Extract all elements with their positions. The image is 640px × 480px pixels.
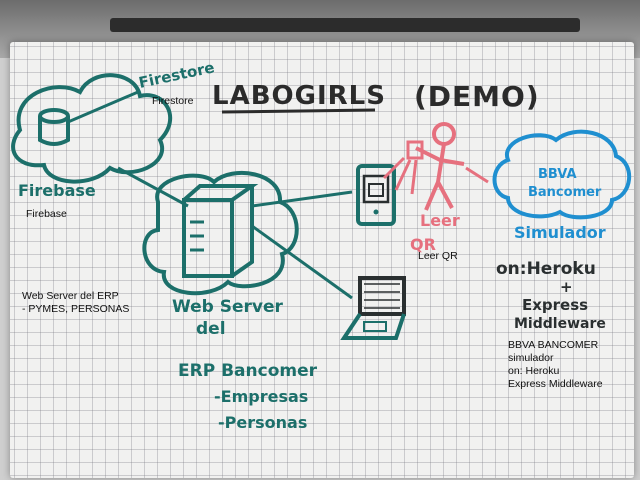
bbva-label: BBVA BANCOMER simulador on: Heroku Expre… [508,339,603,391]
web-server-sketch-line-3: ERP Bancomer [178,361,318,381]
bbva-label-line-3: on: Heroku [508,365,560,377]
bbva-cloud [492,129,632,220]
firestore-pointer [67,90,139,124]
firebase-cloud [11,73,173,184]
diagram-title-suffix: (DEMO) [414,80,540,113]
bbva-label-line-4: Express Middleware [508,378,603,390]
tablet-icon [356,164,396,226]
bbva-sketch-line-2: Bancomer [528,185,602,200]
qr-reader-figure-icon [382,122,489,211]
bbva-sketch-line-5: + [560,278,573,296]
title-underline [221,108,376,114]
web-server-label-line-2: - PYMES, PERSONAS [22,303,130,315]
bbva-label-line-1: BBVA BANCOMER [508,339,599,351]
web-server-sketch-line-1: Web Server [172,297,284,317]
laptop-icon [340,276,406,340]
database-icon [38,108,70,146]
bbva-sketch-line-6: Express [522,296,588,314]
bbva-sketch-line-7: Middleware [514,316,606,332]
web-server-sketch-line-4: -Empresas [214,387,308,406]
diagram-title: LABOGIRLS [212,81,386,111]
device-slot [110,18,580,32]
bbva-label-line-2: simulador [508,352,554,364]
firebase-sketch-text: Firebase [18,181,96,200]
qr-label: Leer QR [418,250,458,262]
firestore-sketch-text: Firestore [137,58,216,92]
web-server-sketch-line-5: -Personas [218,413,307,432]
qr-sketch-line-2: QR [410,235,436,254]
server-icon [182,184,259,278]
firebase-to-server-line [117,166,189,208]
web-server-label-line-1: Web Server del ERP [22,290,119,302]
qr-sketch-line-1: Leer [420,211,460,230]
web-server-cloud [142,170,299,296]
server-to-tablet-line [251,190,353,208]
bbva-sketch-line-4: on:Heroku [496,259,596,279]
grid-paper-sheet [10,42,634,478]
web-server-label: Web Server del ERP - PYMES, PERSONAS [22,290,129,316]
server-to-laptop-line [251,224,353,300]
bbva-sketch-line-3: Simulador [514,223,606,242]
web-server-sketch-line-2: del [196,319,226,339]
firebase-label: Firebase [26,208,67,220]
firestore-label: Firestore [152,95,194,107]
bbva-sketch-line-1: BBVA [538,167,577,182]
